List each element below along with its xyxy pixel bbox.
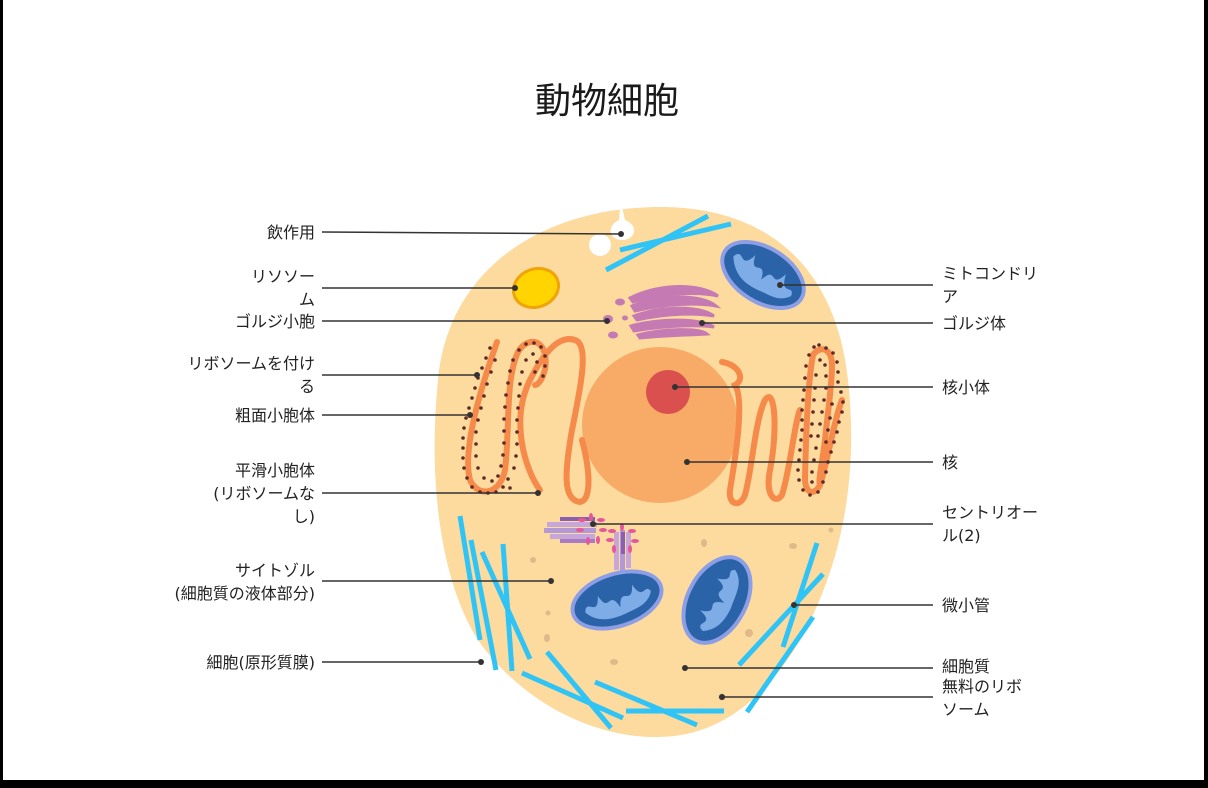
nucleus-shape bbox=[582, 347, 738, 503]
nucleolus-shape bbox=[646, 370, 690, 414]
label-microtubule: 微小管 bbox=[942, 596, 991, 615]
label-cytosol: サイトゾル (細胞質の液体部分) bbox=[174, 561, 316, 603]
lysosome-shape bbox=[511, 266, 561, 310]
leader-lines-left bbox=[321, 231, 624, 665]
endoplasmic-reticulum-right bbox=[719, 346, 845, 507]
ribosome-dots-left bbox=[461, 341, 547, 495]
centriole-vertical bbox=[606, 523, 639, 572]
label-golgi-vesicle: ゴルジ小胞 bbox=[234, 312, 315, 331]
pinocytosis-vesicles bbox=[589, 207, 635, 256]
label-free-ribosome: 無料のリボ ソーム bbox=[942, 677, 1023, 719]
label-nucleus: 核 bbox=[942, 453, 959, 472]
label-smooth-er: 平滑小胞体 (リボソームな し) bbox=[213, 461, 315, 526]
microtubules-bottom bbox=[457, 515, 825, 730]
ribosome-dots-right bbox=[796, 343, 845, 497]
label-centrioles: セントリオー ル(2) bbox=[942, 503, 1039, 545]
free-ribosomes bbox=[530, 527, 834, 701]
label-pinocytosis: 飲作用 bbox=[266, 223, 315, 242]
diagram-canvas: 動物細胞 bbox=[3, 0, 1204, 780]
label-mitochondria: ミトコンドリ ア bbox=[942, 264, 1039, 306]
centriole-horizontal bbox=[544, 513, 607, 545]
mitochondrion-bottom-left bbox=[570, 569, 664, 631]
diagram-title: 動物細胞 bbox=[534, 81, 679, 122]
animal-cell-illustration bbox=[321, 206, 933, 738]
label-lysosome: リソソー ム bbox=[250, 267, 315, 309]
microtubules-top bbox=[604, 213, 732, 273]
leader-lines-right bbox=[590, 282, 933, 700]
label-rough-er: 粗面小胞体 bbox=[234, 406, 315, 425]
label-ribosome-attached: リボソームを付け る bbox=[187, 354, 315, 396]
label-cell-membrane: 細胞(原形質膜) bbox=[206, 653, 316, 672]
golgi-apparatus bbox=[603, 285, 722, 340]
label-cytoplasm: 細胞質 bbox=[942, 657, 991, 676]
mitochondrion-top bbox=[720, 239, 806, 311]
mitochondrion-bottom-right bbox=[681, 555, 753, 645]
label-golgi-body: ゴルジ体 bbox=[942, 314, 1007, 333]
label-nucleolus: 核小体 bbox=[942, 378, 991, 397]
